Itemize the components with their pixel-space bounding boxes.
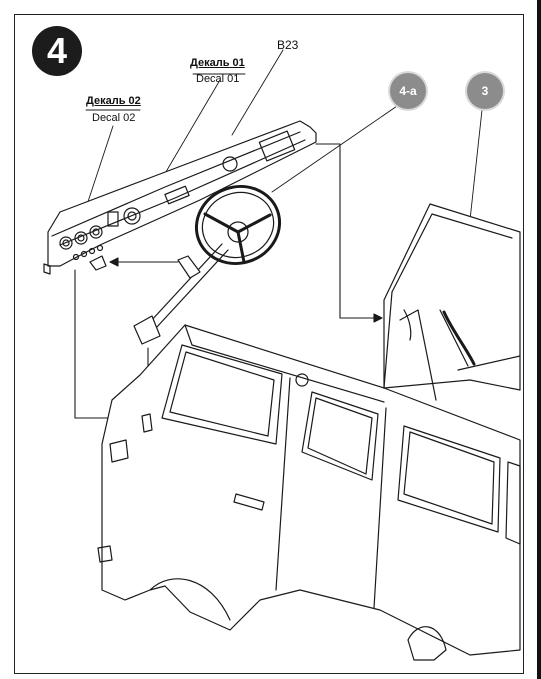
steering-wheel-part: [133, 185, 282, 345]
step-frame: [14, 14, 524, 674]
page-edge-bar: [537, 0, 541, 679]
step-number-badge: 4: [32, 26, 82, 76]
reference-badge-4a: 4-a: [390, 73, 426, 109]
reference-badge-3: 3: [467, 73, 503, 109]
decal-02-label-ru: Декаль 02: [86, 95, 141, 107]
decal-01-label-ru: Декаль 01: [190, 57, 245, 69]
decal-01-label-en: Decal 01: [196, 73, 240, 85]
part-b23-label: B23: [277, 38, 299, 52]
dashboard-part: [43, 120, 317, 275]
decal-02-label-en: Decal 02: [92, 112, 136, 124]
vehicle-body: [97, 203, 521, 661]
